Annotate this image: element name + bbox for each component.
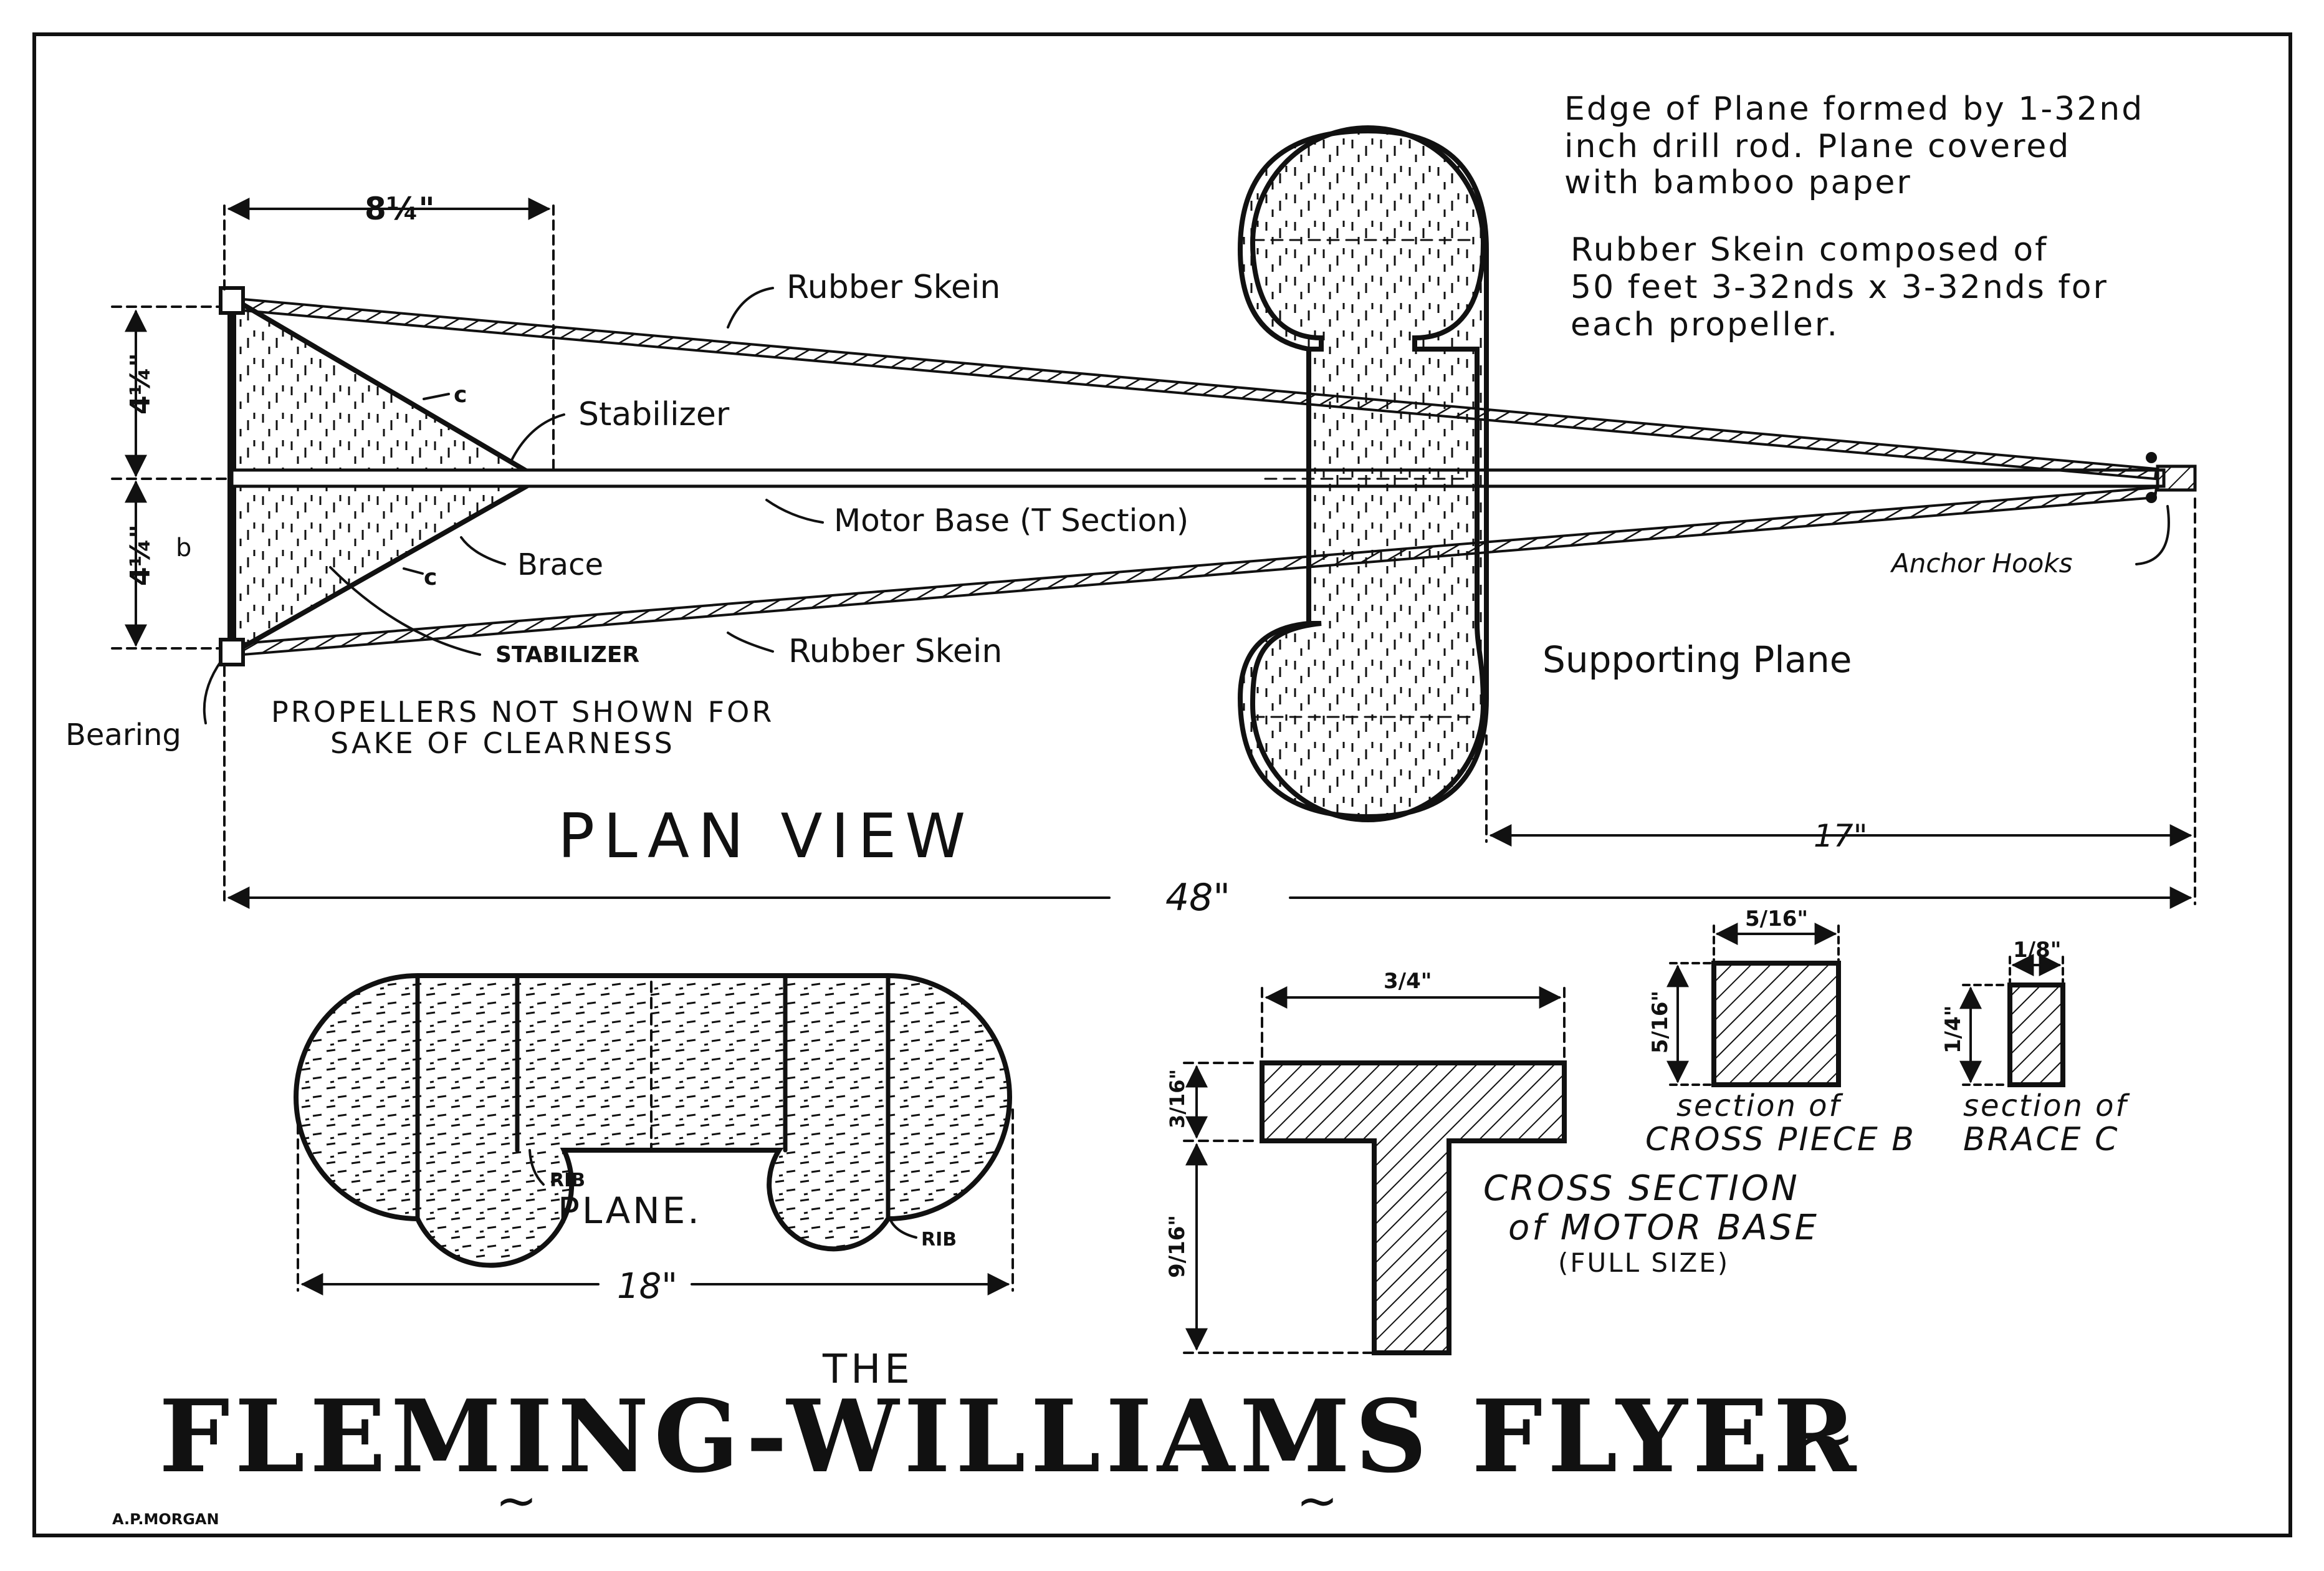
cross-piece-b-square bbox=[1711, 961, 1841, 1087]
c-caption-line2: BRACE C bbox=[1963, 1121, 2119, 1158]
leader-c-lower bbox=[403, 567, 424, 575]
leader-rib-left bbox=[528, 1149, 545, 1186]
leader-motor-base bbox=[765, 499, 824, 524]
anchor-hooks-label: Anchor Hooks bbox=[1890, 548, 2073, 579]
leader-rib-right bbox=[887, 1211, 917, 1239]
anchor-hook-top bbox=[2146, 452, 2157, 463]
note-skein-line3: each propeller. bbox=[1571, 306, 1839, 344]
dim-4-lower-label: 4¼" bbox=[125, 524, 156, 586]
plan-view bbox=[111, 125, 2197, 909]
supporting-plane-outline bbox=[1237, 128, 1489, 820]
b-caption-line2: CROSS PIECE B bbox=[1645, 1121, 1916, 1158]
t-section-shape bbox=[1260, 1060, 1567, 1355]
mark-c-lower: c bbox=[424, 565, 437, 590]
c-dim-top-label: 1/8" bbox=[2013, 938, 2061, 963]
title-small: THE bbox=[822, 1347, 914, 1393]
note-propellers-line2: SAKE OF CLEARNESS bbox=[330, 726, 675, 760]
leader-rubber-top bbox=[727, 287, 774, 329]
stabilizer-lower-label: STABILIZER bbox=[495, 642, 639, 668]
drawing-border bbox=[32, 32, 2292, 1537]
supporting-plane-label: Supporting Plane bbox=[1542, 638, 1852, 681]
anchor-hook-bottom bbox=[2146, 492, 2157, 503]
mark-c-upper: c bbox=[454, 382, 467, 408]
leader-c-upper bbox=[423, 393, 450, 400]
leader-bearing bbox=[203, 660, 222, 724]
t-dim-flange-label: 3/16" bbox=[1165, 1069, 1189, 1128]
brace-label: Brace bbox=[517, 547, 603, 582]
title-tilde-right: ~ bbox=[1798, 1398, 1855, 1478]
rib-left-label: RIB bbox=[550, 1170, 585, 1191]
title-main: FLEMING-WILLIAMS FLYER bbox=[159, 1378, 1861, 1495]
motor-base bbox=[230, 468, 2166, 488]
t-caption-line1: CROSS SECTION bbox=[1483, 1168, 1800, 1209]
dim-4-upper-label: 4¼" bbox=[125, 353, 156, 415]
c-caption-line1: section of bbox=[1963, 1088, 2130, 1123]
bearing-label: Bearing bbox=[65, 718, 181, 752]
t-caption-line3: (FULL SIZE) bbox=[1558, 1247, 1729, 1278]
note-edge-line2: inch drill rod. Plane covered bbox=[1564, 128, 2070, 165]
title-tilde-left-under: ~ bbox=[495, 1472, 537, 1530]
note-edge-line1: Edge of Plane formed by 1-32nd bbox=[1564, 90, 2144, 128]
motor-base-section bbox=[1183, 986, 1567, 1355]
c-dim-side-label: 1/4" bbox=[1941, 1006, 1966, 1054]
motor-base-label: Motor Base (T Section) bbox=[834, 502, 1188, 539]
leader-stabilizer-lower bbox=[329, 566, 481, 656]
mark-b: b bbox=[176, 534, 191, 562]
leader-anchor bbox=[2135, 505, 2170, 565]
bearing-top bbox=[219, 286, 245, 315]
t-dim-stem-label: 9/16" bbox=[1165, 1215, 1190, 1278]
t-caption-line2: of MOTOR BASE bbox=[1508, 1208, 1819, 1248]
dim-18-label: 18" bbox=[617, 1266, 677, 1307]
credit: A.P.MORGAN bbox=[112, 1511, 219, 1528]
stabilizer-label: Stabilizer bbox=[578, 396, 730, 433]
rubber-skein-top bbox=[242, 297, 2158, 481]
motor-base-end bbox=[2156, 464, 2197, 492]
dim-17-label: 17" bbox=[1814, 818, 1868, 854]
rib-right-label: RIB bbox=[921, 1229, 957, 1251]
t-dim-top-label: 3/4" bbox=[1384, 969, 1432, 994]
note-propellers-line1: PROPELLERS NOT SHOWN FOR bbox=[271, 695, 774, 729]
leader-brace bbox=[460, 536, 506, 565]
brace-c-rect bbox=[2007, 982, 2065, 1087]
title-tilde-right-under: ~ bbox=[1296, 1472, 1338, 1530]
plane-detail-shape bbox=[294, 973, 1012, 1268]
leader-stabilizer bbox=[510, 413, 565, 463]
note-skein-line1: Rubber Skein composed of bbox=[1571, 231, 2048, 269]
leader-rubber-bottom bbox=[727, 632, 774, 653]
rubber-skein-top-label: Rubber Skein bbox=[787, 269, 1000, 306]
plane-detail-label: PLANE. bbox=[558, 1189, 702, 1232]
dim-8-label: 8¼" bbox=[365, 191, 435, 227]
dim-48-label: 48" bbox=[1165, 876, 1230, 920]
rubber-skein-bottom-label: Rubber Skein bbox=[788, 633, 1002, 670]
plan-view-heading: PLAN VIEW bbox=[558, 801, 974, 872]
plane-detail bbox=[294, 973, 1014, 1295]
cross-piece-b-section bbox=[1666, 923, 1841, 1087]
b-dim-side-label: 5/16" bbox=[1648, 991, 1673, 1054]
b-dim-top-label: 5/16" bbox=[1745, 906, 1808, 931]
note-edge-line3: with bamboo paper bbox=[1564, 164, 1912, 201]
b-caption-line1: section of bbox=[1676, 1088, 1843, 1123]
brace-c-section bbox=[1959, 954, 2065, 1087]
bearing-bottom bbox=[219, 638, 245, 666]
note-skein-line2: 50 feet 3-32nds x 3-32nds for bbox=[1571, 269, 2108, 306]
